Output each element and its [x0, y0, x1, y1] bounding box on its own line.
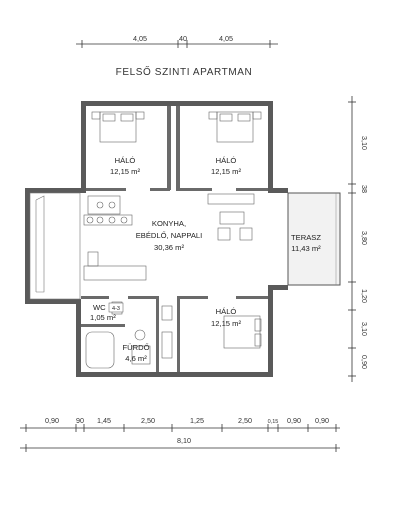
- room-name-bedroom-right: HÁLÓ: [216, 156, 237, 165]
- dim-top-2: 40: [179, 34, 187, 43]
- top-dimension-line: [76, 40, 278, 48]
- dim-right-4: 1,20: [360, 289, 369, 303]
- right-dimension-line: [348, 96, 356, 382]
- dim-bottom-7: 0,15: [268, 419, 279, 425]
- bottom-dimension-line: [20, 424, 340, 432]
- room-area-living: 30,36 m²: [154, 243, 184, 252]
- room-area-bedroom-right: 12,15 m²: [211, 167, 241, 176]
- dim-bottom-5: 1,25: [190, 416, 204, 425]
- dim-right-3: 3,80: [360, 231, 369, 245]
- room-area-bathroom: 4,6 m²: [125, 354, 147, 363]
- dim-right-2: 38: [360, 185, 369, 193]
- dim-top-3: 4,05: [219, 34, 233, 43]
- terrace: [287, 192, 341, 286]
- dim-right-1: 3,10: [360, 136, 369, 150]
- dim-bottom-1: 0,90: [45, 416, 59, 425]
- dim-right-5: 3,10: [360, 322, 369, 336]
- stairwell: [29, 192, 81, 300]
- room-name-terrace: TERASZ: [291, 233, 321, 242]
- room-name-living-2: EBÉDLŐ, NAPPALI: [136, 231, 203, 240]
- room-name-bathroom: FÜRDŐ: [123, 343, 150, 352]
- dim-bottom-8: 0,90: [287, 416, 301, 425]
- room-name-living-1: KONYHA,: [152, 219, 186, 228]
- room-name-bedroom-bottom: HÁLÓ: [216, 307, 237, 316]
- dim-right-6: 0,90: [360, 355, 369, 369]
- exterior-walls: [25, 101, 288, 377]
- plan-title: FELSŐ SZINTI APARTMAN: [116, 64, 253, 78]
- interior-walls: [81, 106, 268, 372]
- room-name-bedroom-left: HÁLÓ: [115, 156, 136, 165]
- dim-bottom-6: 2,50: [238, 416, 252, 425]
- room-area-bedroom-bottom: 12,15 m²: [211, 319, 241, 328]
- dim-total: 8,10: [177, 436, 191, 445]
- wc-tag-box: [108, 302, 124, 313]
- furniture: [83, 111, 262, 369]
- dim-bottom-3: 1,45: [97, 416, 111, 425]
- dim-top-1: 4,05: [133, 34, 147, 43]
- room-area-wc: 1,05 m²: [90, 313, 116, 322]
- dim-bottom-2: 90: [76, 416, 84, 425]
- room-area-terrace: 11,43 m²: [291, 244, 321, 253]
- wc-tag: 4-3: [112, 306, 120, 312]
- dim-bottom-4: 2,50: [141, 416, 155, 425]
- total-dimension-line: [20, 444, 340, 452]
- room-name-wc: WC: [93, 303, 106, 312]
- room-area-bedroom-left: 12,15 m²: [110, 167, 140, 176]
- dim-bottom-9: 0,90: [315, 416, 329, 425]
